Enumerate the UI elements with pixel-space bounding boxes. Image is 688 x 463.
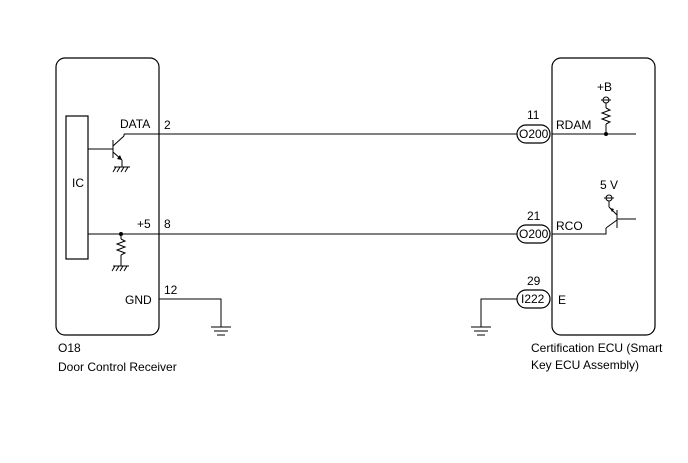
pin-number-12: 12 bbox=[164, 283, 178, 297]
five-volt-supply-icon bbox=[604, 194, 614, 202]
ic-block bbox=[65, 115, 89, 260]
connector-i222-e: I222 bbox=[516, 289, 551, 309]
pin-number-8: 8 bbox=[164, 217, 171, 231]
pin-number-2: 2 bbox=[164, 118, 171, 132]
svg-text:O200: O200 bbox=[519, 127, 549, 141]
connector-o200-rdam: O200 bbox=[516, 124, 551, 144]
svg-text:I222: I222 bbox=[521, 292, 545, 306]
pin-number-11: 11 bbox=[527, 108, 540, 122]
left-ground-icon bbox=[211, 326, 231, 336]
supply-label-plus-b: +B bbox=[597, 80, 612, 94]
pin-label-rdam: RDAM bbox=[556, 118, 591, 132]
pullup-resistor-icon bbox=[115, 234, 127, 266]
resistor-ground-icon bbox=[111, 265, 129, 272]
pin-number-29: 29 bbox=[527, 274, 541, 288]
svg-text:O200: O200 bbox=[519, 227, 549, 241]
connector-o200-rco: O200 bbox=[516, 224, 551, 244]
supply-label-5v: 5 V bbox=[600, 178, 618, 192]
rco-internal-wire bbox=[552, 228, 607, 235]
left-component-name: Door Control Receiver bbox=[58, 360, 177, 374]
right-component-name-line2: Key ECU Assembly) bbox=[531, 358, 639, 372]
pin-label-e: E bbox=[558, 293, 566, 307]
pin-number-21: 21 bbox=[527, 209, 541, 223]
pin-label-data: DATA bbox=[120, 117, 150, 131]
ic-label: IC bbox=[72, 176, 84, 190]
pin-label-rco: RCO bbox=[556, 219, 583, 233]
data-transistor-ground-icon bbox=[112, 166, 130, 173]
pin-label-plus5: +5 bbox=[137, 217, 151, 231]
pin-label-gnd: GND bbox=[125, 293, 152, 307]
certification-ecu-box bbox=[551, 57, 656, 336]
left-ground-wire bbox=[159, 298, 222, 327]
right-ground-wire bbox=[480, 298, 517, 327]
right-ground-icon bbox=[471, 326, 491, 336]
data-transistor-symbol bbox=[88, 134, 125, 167]
door-control-receiver-box bbox=[55, 57, 160, 336]
left-component-code: O18 bbox=[58, 341, 81, 355]
rco-transistor-symbol bbox=[605, 201, 636, 229]
plus-b-pullup-resistor-icon bbox=[600, 96, 612, 134]
right-component-name-line1: Certification ECU (Smart bbox=[531, 341, 663, 355]
